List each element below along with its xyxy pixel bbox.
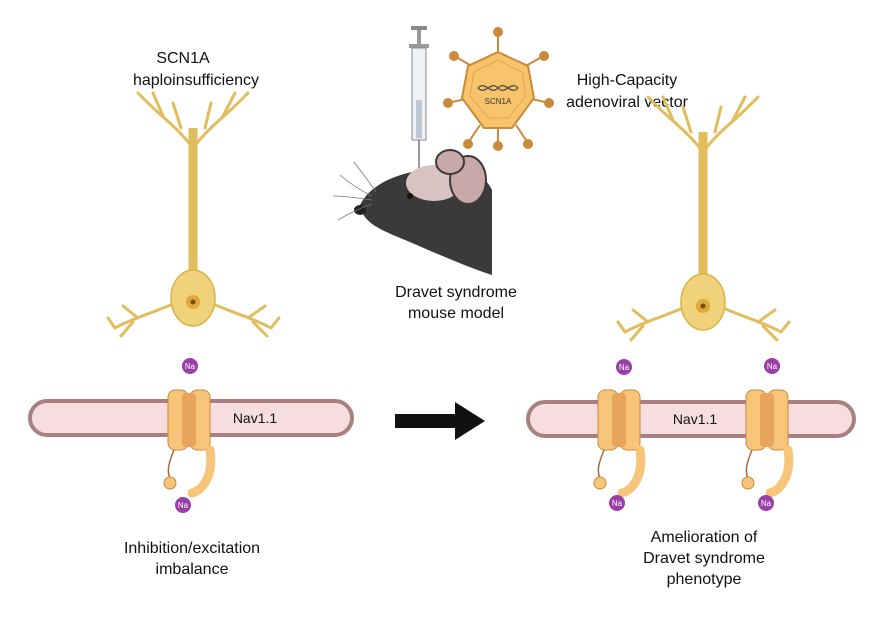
vector-label-line1: High-Capacity: [577, 72, 677, 89]
sodium-channel-left-icon: [164, 390, 211, 493]
syringe-icon: [409, 26, 429, 168]
vector-label-line2: adenoviral vector: [566, 94, 689, 111]
bottom-left-label-line2: imbalance: [156, 561, 229, 578]
mouse-label-line1: Dravet syndrome: [395, 284, 517, 301]
bottom-right-label-line3: phenotype: [667, 571, 742, 588]
membrane-right-label: Nav1.1: [673, 411, 718, 427]
svg-text:Na: Na: [761, 499, 772, 508]
vector-gene-label: SCN1A: [485, 97, 512, 106]
neuron-right-icon: [618, 97, 789, 340]
sodium-channel-right1-icon: [594, 390, 641, 493]
sodium-ion: Na: [764, 358, 780, 374]
sodium-ion: Na: [609, 495, 625, 511]
bottom-left-label-line1: Inhibition/excitation: [124, 540, 260, 557]
svg-text:Na: Na: [178, 501, 189, 510]
sodium-ion: Na: [616, 359, 632, 375]
bottom-right-label-line2: Dravet syndrome: [643, 550, 765, 567]
top-left-label-line1: SCN1A: [156, 50, 210, 67]
sodium-ion: Na: [175, 497, 191, 513]
bottom-right-label-line1: Amelioration of: [651, 529, 758, 546]
svg-text:Na: Na: [612, 499, 623, 508]
arrow-right-icon: [395, 402, 485, 440]
mouse-label-line2: mouse model: [408, 305, 504, 322]
svg-text:Na: Na: [619, 363, 630, 372]
svg-text:Na: Na: [185, 362, 196, 371]
sodium-ion: Na: [758, 495, 774, 511]
neuron-left-icon: [108, 93, 279, 336]
adenovirus-icon: SCN1A: [443, 27, 554, 151]
top-left-label-line2: haploinsufficiency: [133, 72, 259, 89]
sodium-channel-right2-icon: [742, 390, 789, 493]
svg-text:Na: Na: [767, 362, 778, 371]
sodium-ion: Na: [182, 358, 198, 374]
membrane-left-label: Nav1.1: [233, 410, 278, 426]
mouse-icon: [332, 149, 492, 275]
